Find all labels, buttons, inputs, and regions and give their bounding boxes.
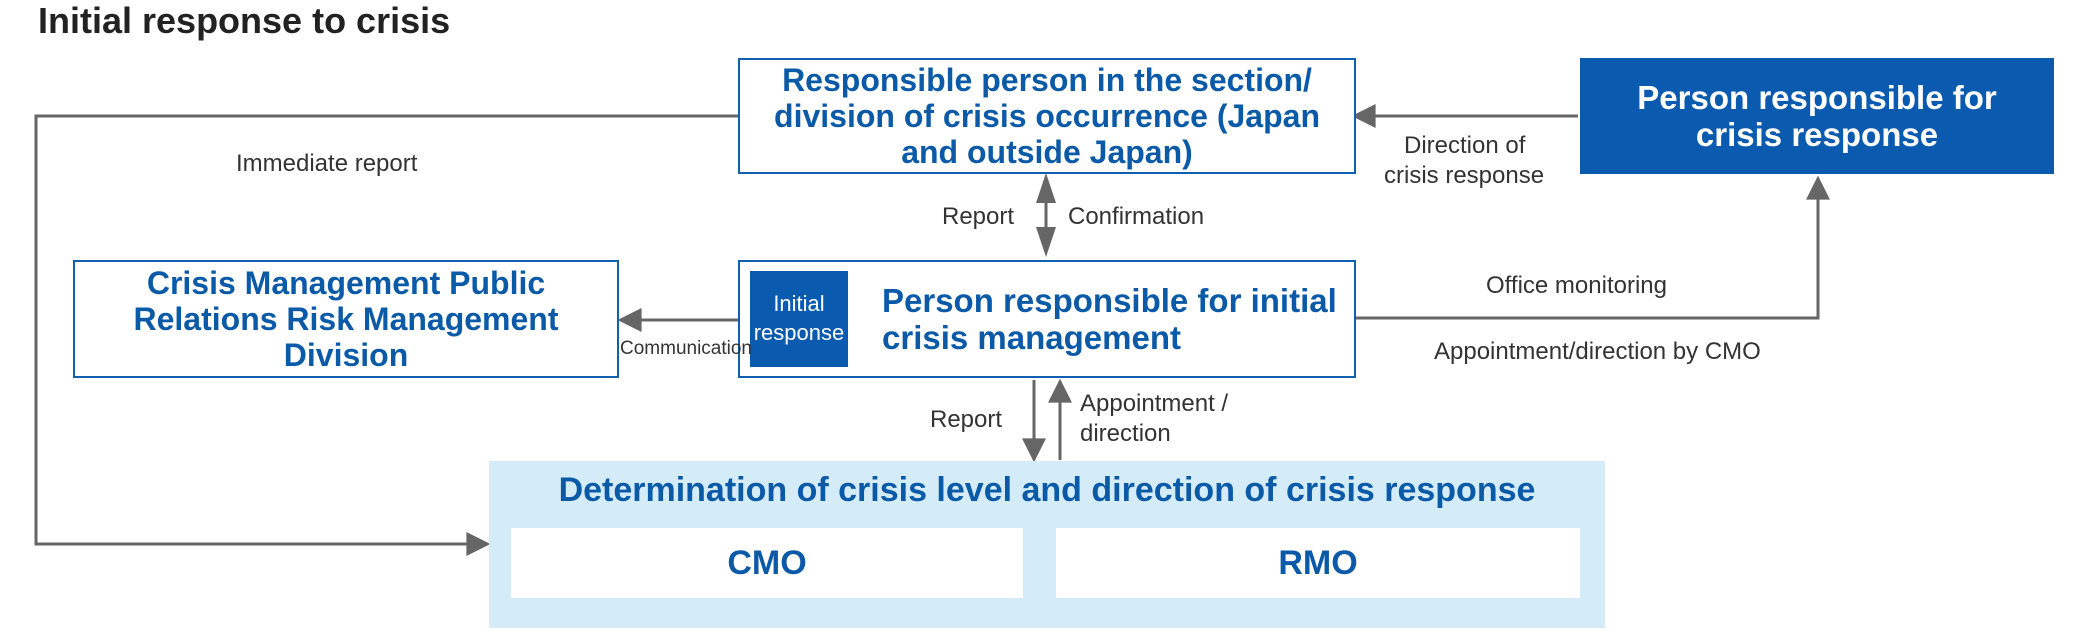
report-lower-label: Report	[930, 406, 1003, 433]
immediate-report-line	[34, 114, 738, 556]
person-crisis-response-text: Person responsible for crisis response	[1637, 78, 1997, 153]
crisis-pr-box: Crisis Management Public Relations Risk …	[73, 260, 619, 378]
direction-label-line1: Direction of	[1404, 132, 1526, 159]
direction-label-line2: crisis response	[1384, 162, 1545, 189]
appointment-label-line2: direction	[1080, 420, 1171, 447]
page-title: Initial response to crisis	[38, 0, 451, 41]
determination-heading: Determination of crisis level and direct…	[558, 471, 1536, 509]
responsible-section-box: Responsible person in the section/ divis…	[738, 58, 1356, 174]
initial-response-badge: Initial response	[750, 271, 848, 367]
determination-box: Determination of crisis level and direct…	[489, 461, 1605, 628]
person-crisis-response-box: Person responsible for crisis response	[1580, 58, 2054, 174]
confirmation-label: Confirmation	[1068, 203, 1205, 230]
immediate-report-label: Immediate report	[236, 150, 418, 177]
person-initial-text: Person responsible for initial crisis ma…	[882, 281, 1337, 356]
report-upper-label: Report	[942, 203, 1015, 230]
appointment-cmo-label: Appointment/direction by CMO	[1434, 338, 1761, 365]
office-monitoring-line	[1356, 175, 1830, 320]
communication-label: Communication	[620, 338, 752, 359]
badge-line-2: response	[753, 320, 845, 345]
rmo-box: RMO	[1056, 528, 1580, 598]
appointment-label-line1: Appointment /	[1080, 390, 1229, 417]
cmo-box: CMO	[511, 528, 1023, 598]
responsible-section-text: Responsible person in the section/ divis…	[774, 61, 1320, 171]
badge-line-1: Initial	[773, 291, 825, 317]
crisis-pr-text: Crisis Management Public Relations Risk …	[133, 264, 559, 374]
office-monitoring-label: Office monitoring	[1486, 272, 1667, 299]
rmo-text: RMO	[1278, 543, 1358, 582]
cmo-text: CMO	[727, 543, 807, 582]
